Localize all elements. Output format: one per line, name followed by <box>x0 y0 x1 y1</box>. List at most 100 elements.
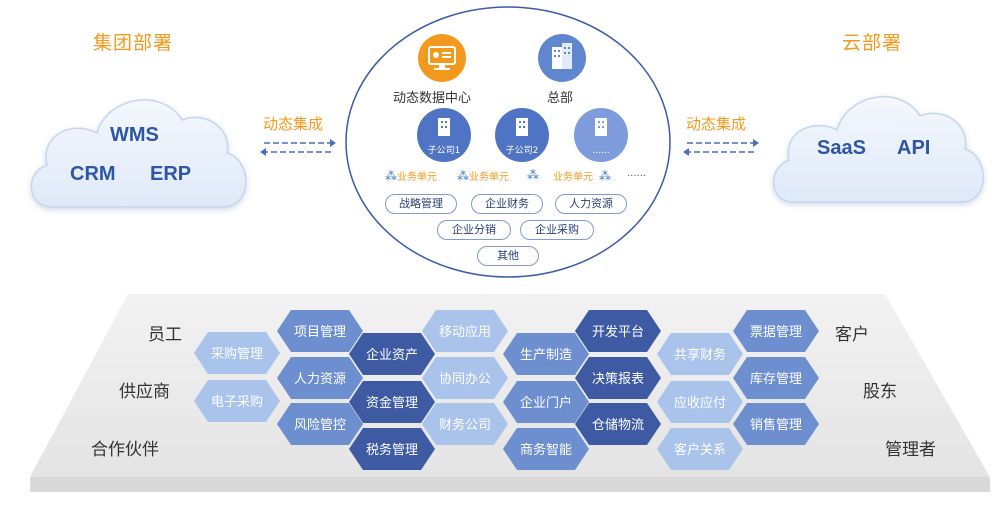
hexagon-label: 协同办公 <box>439 372 491 387</box>
business-unit-3: ⁂ <box>527 168 539 182</box>
hexagon-shape <box>422 403 508 445</box>
hexagon-label: 生产制造 <box>520 348 572 363</box>
hexagon-label: 风险管控 <box>294 418 346 433</box>
business-unit-2: ⁂业务单元 <box>457 169 509 183</box>
capability-finance: 企业财务 <box>471 194 543 214</box>
hexagon-label: 企业资产 <box>366 347 418 363</box>
hexagon-label: 共享财务 <box>674 347 726 363</box>
hexagon-shape <box>657 381 743 423</box>
building-icon <box>438 118 450 136</box>
hexagon-1: 采购管理 <box>194 332 280 374</box>
hexagon-label: 采购管理 <box>211 346 263 362</box>
crm-label: CRM <box>70 163 116 185</box>
hexagon-12: 生产制造 <box>503 333 589 375</box>
hexagon-shape <box>657 333 743 375</box>
role-supplier: 供应商 <box>119 382 170 402</box>
building-icon <box>516 118 528 136</box>
hexagon-label: 商务智能 <box>520 442 572 458</box>
hexagon-label: 人力资源 <box>294 372 346 387</box>
hexagon-14: 商务智能 <box>503 428 589 470</box>
hexagon-shape <box>733 403 819 445</box>
hexagon-shape <box>194 332 280 374</box>
hexagon-label: 移动应用 <box>439 324 491 340</box>
role-partner: 合作伙伴 <box>91 440 159 460</box>
hexagon-shape <box>575 357 661 399</box>
hexagon-11: 财务公司 <box>422 403 508 445</box>
hexagon-shape <box>422 357 508 399</box>
cloud-deploy-title: 云部署 <box>842 32 903 54</box>
hexagon-label: 应收应付 <box>674 395 726 411</box>
group-deploy-title: 集团部署 <box>93 32 174 54</box>
hexagon-3: 项目管理 <box>277 310 363 352</box>
hexagon-label: 票据管理 <box>750 325 802 340</box>
subsidiary-more-label: ...... <box>592 146 610 156</box>
hexagon-23: 销售管理 <box>733 403 819 445</box>
hexagon-5: 风险管控 <box>277 403 363 445</box>
subsidiary-1-label: 子公司1 <box>427 146 461 156</box>
saas-label: SaaS <box>817 137 866 159</box>
data-center-icon <box>418 34 466 82</box>
hexagon-9: 移动应用 <box>422 310 508 352</box>
hexagon-16: 决策报表 <box>575 357 661 399</box>
hexagon-13: 企业门户 <box>503 381 589 423</box>
hexagon-shape <box>733 357 819 399</box>
hexagon-label: 资金管理 <box>366 395 418 411</box>
api-label: API <box>897 137 931 159</box>
left-bidirectional-arrow-icon <box>260 139 336 156</box>
hexagon-shape <box>503 381 589 423</box>
hexagon-label: 销售管理 <box>750 417 802 433</box>
hexagon-shape <box>657 428 743 470</box>
business-unit-4: 业务单元⁂ <box>553 169 611 183</box>
hexagon-shape <box>277 403 363 445</box>
hq-building-icon <box>538 34 586 82</box>
business-unit-1: ⁂业务单元 <box>385 169 437 183</box>
hexagon-22: 库存管理 <box>733 357 819 399</box>
hexagon-shape <box>575 310 661 352</box>
hexagon-8: 税务管理 <box>349 428 435 470</box>
subsidiary-2-label: 子公司2 <box>505 146 539 156</box>
business-unit-more: ...... <box>627 168 647 179</box>
left-cloud-shape <box>30 99 247 208</box>
subsidiary-1-node: 子公司1 <box>417 108 471 162</box>
hexagon-19: 应收应付 <box>657 381 743 423</box>
hq-label: 总部 <box>547 91 574 106</box>
hexagon-15: 开发平台 <box>575 310 661 352</box>
hexagon-shape <box>422 310 508 352</box>
hexagon-17: 仓储物流 <box>575 403 661 445</box>
right-bidirectional-arrow-icon <box>683 139 759 156</box>
hexagon-shape <box>349 333 435 375</box>
building-icon <box>595 118 607 136</box>
capability-procurement: 企业采购 <box>520 220 594 240</box>
hexagon-21: 票据管理 <box>733 310 819 352</box>
hexagon-20: 客户关系 <box>657 428 743 470</box>
hexagon-shape <box>575 403 661 445</box>
hexagon-18: 共享财务 <box>657 333 743 375</box>
network-icon: ⁂ <box>527 168 539 182</box>
subsidiary-more-node: ...... <box>574 108 628 162</box>
role-employee: 员工 <box>148 325 182 345</box>
hexagon-label: 客户关系 <box>674 442 726 458</box>
hexagon-label: 税务管理 <box>366 442 418 458</box>
network-icon: ⁂ <box>599 169 611 183</box>
hexagon-shape <box>194 380 280 422</box>
capability-distribution: 企业分销 <box>437 220 511 240</box>
hexagon-shape <box>349 428 435 470</box>
left-integration-label: 动态集成 <box>263 115 324 133</box>
hexagon-shape <box>277 310 363 352</box>
data-center-label: 动态数据中心 <box>393 91 472 106</box>
hexagon-label: 决策报表 <box>592 371 644 387</box>
hexagon-label: 仓储物流 <box>592 418 644 433</box>
hexagon-label: 开发平台 <box>592 324 644 340</box>
network-icon: ⁂ <box>385 169 397 183</box>
hexagon-label: 企业门户 <box>520 395 572 411</box>
hexagon-label: 财务公司 <box>439 417 491 433</box>
right-integration-label: 动态集成 <box>686 115 747 133</box>
hexagon-4: 人力资源 <box>277 357 363 399</box>
network-icon: ⁂ <box>457 169 469 183</box>
erp-label: ERP <box>150 163 192 185</box>
capability-hr: 人力资源 <box>555 194 627 214</box>
hexagon-10: 协同办公 <box>422 357 508 399</box>
hexagon-shape <box>733 310 819 352</box>
right-cloud-shape <box>773 95 984 203</box>
